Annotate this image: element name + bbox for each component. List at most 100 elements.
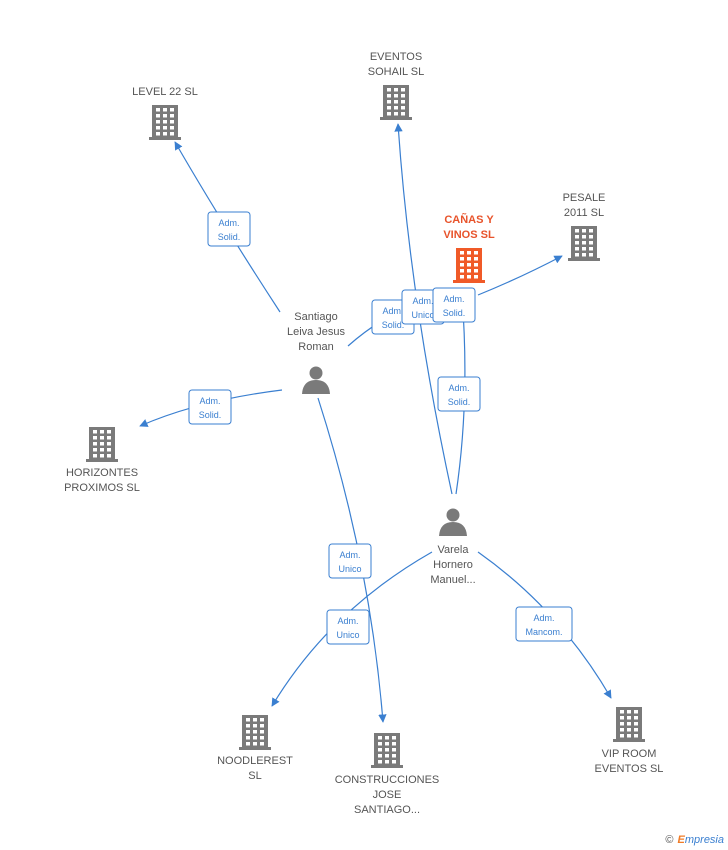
building-window xyxy=(620,722,624,726)
building-window xyxy=(260,724,264,728)
node-label-pesale[interactable]: PESALE xyxy=(563,192,606,204)
building-window xyxy=(394,106,398,110)
edge-role-label[interactable]: Adm.Solid. xyxy=(437,376,481,412)
edge-label-line: Adm. xyxy=(448,383,469,393)
building-window xyxy=(401,100,405,104)
building-window xyxy=(253,724,257,728)
person-body xyxy=(439,522,467,536)
person-body xyxy=(302,380,330,394)
building-window xyxy=(589,229,593,233)
company-icon[interactable] xyxy=(380,85,412,120)
building-window xyxy=(460,257,464,261)
node-label-eventos_sohail[interactable]: EVENTOS xyxy=(370,51,422,63)
edge-role-label[interactable]: Adm.Solid. xyxy=(432,287,476,323)
footer-brand[interactable]: ©Empresia xyxy=(665,834,724,846)
focus-company-icon[interactable] xyxy=(453,248,485,283)
edge-role-label[interactable]: Adm.Mancom. xyxy=(515,606,573,642)
building-window xyxy=(575,229,579,233)
building-window xyxy=(253,742,257,746)
building-window xyxy=(246,724,250,728)
edge-label-box xyxy=(437,376,481,412)
building-window xyxy=(387,112,391,116)
node-label-noodlerest[interactable]: NOODLEREST xyxy=(217,755,293,767)
copyright-icon: © xyxy=(665,834,674,846)
building-window xyxy=(460,251,464,255)
building-window xyxy=(392,748,396,752)
edge-role-label[interactable]: Adm.Solid. xyxy=(207,211,251,247)
node-label-canas_vinos[interactable]: CAÑAS Y xyxy=(444,213,494,226)
building-window xyxy=(392,742,396,746)
company-icon[interactable] xyxy=(371,733,403,768)
person-icon[interactable] xyxy=(302,366,330,395)
building-window xyxy=(634,734,638,738)
company-icon[interactable] xyxy=(568,226,600,261)
building-base xyxy=(568,258,600,261)
node-label-vip_room[interactable]: EVENTOS SL xyxy=(595,763,664,775)
node-label-canas_vinos[interactable]: VINOS SL xyxy=(443,229,495,241)
person-icon[interactable] xyxy=(439,508,467,537)
building-window xyxy=(460,275,464,279)
node-label-construcciones[interactable]: JOSE xyxy=(373,789,402,801)
node-label-santiago[interactable]: Roman xyxy=(298,341,333,353)
edge-role-label[interactable]: Adm.Unico xyxy=(326,609,370,645)
edge-label-box xyxy=(328,543,372,579)
edge-label-line: Adm. xyxy=(412,296,433,306)
building-window xyxy=(253,736,257,740)
building-window xyxy=(575,247,579,251)
node-label-eventos_sohail[interactable]: SOHAIL SL xyxy=(368,66,424,78)
node-label-varela[interactable]: Hornero xyxy=(433,559,473,571)
building-window xyxy=(474,263,478,267)
building-window xyxy=(401,106,405,110)
building-window xyxy=(582,241,586,245)
building-window xyxy=(387,94,391,98)
building-window xyxy=(634,728,638,732)
building-window xyxy=(582,229,586,233)
company-icon[interactable] xyxy=(86,427,118,462)
edge-label-line: Adm. xyxy=(443,294,464,304)
building-window xyxy=(387,106,391,110)
node-label-horizontes[interactable]: PROXIMOS SL xyxy=(64,482,140,494)
node-label-vip_room[interactable]: VIP ROOM xyxy=(602,748,657,760)
building-base xyxy=(239,747,271,750)
building-window xyxy=(620,734,624,738)
company-icon[interactable] xyxy=(149,105,181,140)
node-label-construcciones[interactable]: SANTIAGO... xyxy=(354,804,420,816)
building-window xyxy=(394,100,398,104)
building-window xyxy=(260,736,264,740)
node-label-noodlerest[interactable]: SL xyxy=(248,770,261,782)
node-label-horizontes[interactable]: HORIZONTES xyxy=(66,467,138,479)
node-label-varela[interactable]: Varela xyxy=(438,544,470,556)
building-window xyxy=(467,257,471,261)
building-window xyxy=(163,120,167,124)
building-window xyxy=(401,112,405,116)
person-head xyxy=(446,508,460,522)
edge-role-label[interactable]: Adm.Solid. xyxy=(188,389,232,425)
node-label-construcciones[interactable]: CONSTRUCCIONES xyxy=(335,774,440,786)
node-label-pesale[interactable]: 2011 SL xyxy=(564,207,604,219)
building-window xyxy=(93,448,97,452)
building-window xyxy=(253,730,257,734)
building-window xyxy=(93,436,97,440)
building-window xyxy=(246,742,250,746)
company-icon[interactable] xyxy=(239,715,271,750)
edge-label-line: Adm. xyxy=(533,613,554,623)
edge-label-line: Adm. xyxy=(218,218,239,228)
building-window xyxy=(392,736,396,740)
edge-label-line: Adm. xyxy=(199,396,220,406)
node-label-santiago[interactable]: Leiva Jesus xyxy=(287,326,346,338)
edge-role-label[interactable]: Adm.Unico xyxy=(328,543,372,579)
node-label-level22[interactable]: LEVEL 22 SL xyxy=(132,86,198,98)
building-window xyxy=(260,730,264,734)
building-window xyxy=(93,430,97,434)
building-window xyxy=(620,710,624,714)
building-window xyxy=(460,269,464,273)
node-label-santiago[interactable]: Santiago xyxy=(294,311,337,323)
company-icon[interactable] xyxy=(613,707,645,742)
node-label-varela[interactable]: Manuel... xyxy=(430,574,475,586)
building-window xyxy=(467,251,471,255)
building-window xyxy=(100,442,104,446)
building-window xyxy=(387,88,391,92)
building-window xyxy=(582,235,586,239)
edge-label-box xyxy=(207,211,251,247)
